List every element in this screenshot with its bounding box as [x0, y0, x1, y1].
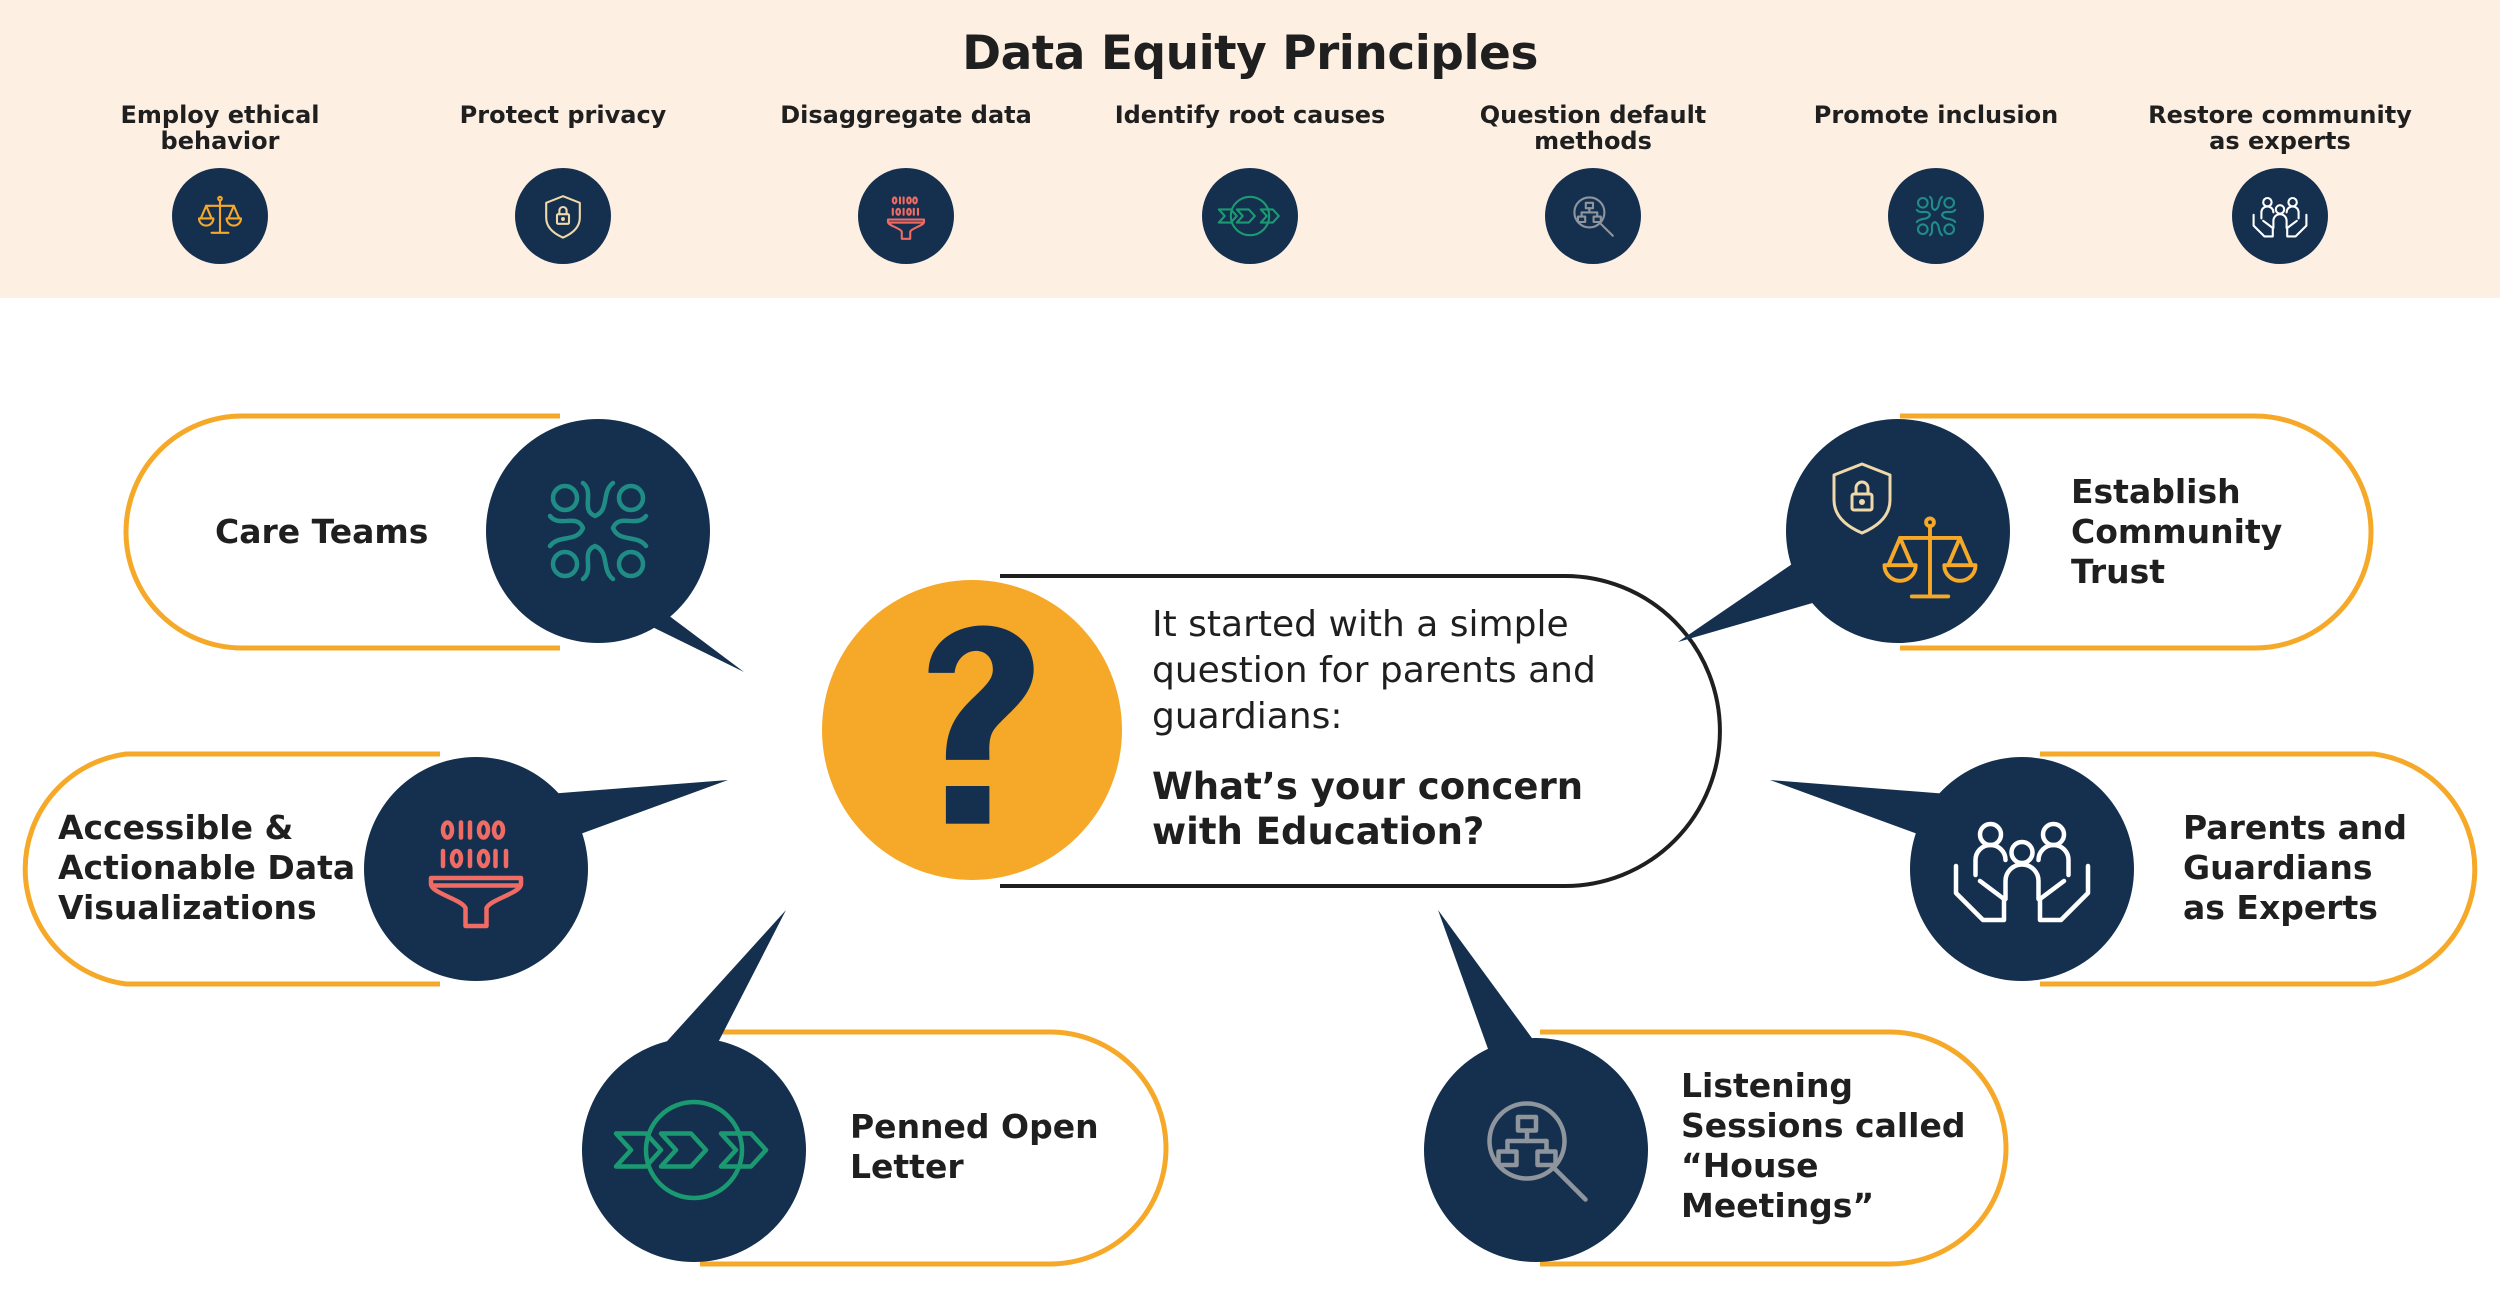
principle-label-inclusion: Promote inclusion — [1813, 101, 2059, 129]
center-intro-text: It started with a simple question for pa… — [1152, 604, 1596, 737]
bubble-experts — [1770, 751, 2478, 987]
experts-label: Parents and Guardians as Experts — [2183, 808, 2408, 927]
data-viz-label: Accessible & Actionable Data Visualizati… — [58, 808, 356, 927]
house-meetings-label: Listening Sessions called “House Meeting… — [1681, 1066, 1966, 1225]
principle-label-root-causes: Identify root causes — [1114, 101, 1386, 129]
center-question-text: What’s your concern with Education? — [1152, 765, 1584, 853]
banner-title: Data Equity Principles — [962, 26, 1538, 81]
trust-label: Establish Community Trust — [2071, 472, 2283, 591]
principle-icon-community — [2232, 168, 2328, 264]
bubble-care-teams — [123, 413, 744, 672]
principle-icon-root-causes — [1202, 168, 1298, 264]
bubble-house-meetings — [1424, 910, 2009, 1267]
principle-icon-default-methods — [1545, 168, 1641, 264]
principle-label-privacy: Protect privacy — [459, 101, 667, 129]
care-teams-label: Care Teams — [215, 512, 429, 551]
principle-label-ethical: Employ ethical behavior — [120, 101, 320, 155]
center-question-bubble — [822, 574, 1722, 888]
principle-icon-disaggregate — [858, 168, 954, 264]
bubble-data-viz — [22, 751, 728, 987]
principle-icon-privacy — [515, 168, 611, 264]
principle-icon-inclusion — [1888, 168, 1984, 264]
principle-label-default-methods: Question default methods — [1479, 101, 1707, 155]
bubble-open-letter — [582, 910, 1169, 1267]
bubble-trust — [1678, 413, 2374, 651]
principle-label-disaggregate: Disaggregate data — [780, 101, 1032, 129]
principle-label-community: Restore community as experts — [2148, 101, 2412, 155]
principle-icon-ethical — [172, 168, 268, 264]
open-letter-label: Penned Open Letter — [850, 1107, 1099, 1186]
